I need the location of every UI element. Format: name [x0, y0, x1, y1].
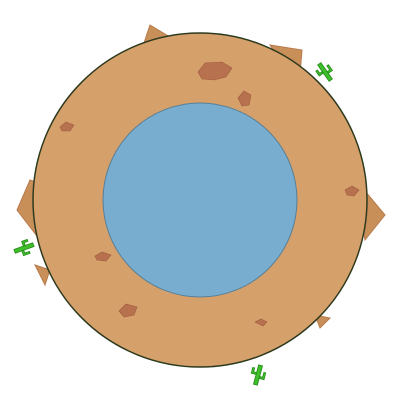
rock-icon	[94, 251, 112, 262]
rock-icon	[197, 61, 233, 81]
rock-icon	[237, 90, 252, 107]
cacti	[13, 62, 334, 386]
cactus-icon	[250, 364, 267, 386]
cactus-icon	[315, 62, 334, 82]
central-lake	[102, 102, 298, 298]
rock-icon	[344, 185, 360, 197]
shelf-bottom-left	[34, 264, 51, 287]
rock-icon	[254, 318, 268, 327]
rock-icon	[59, 121, 75, 132]
rocks	[59, 61, 360, 327]
cactus-icon	[13, 238, 35, 257]
rock-icon	[118, 303, 138, 318]
